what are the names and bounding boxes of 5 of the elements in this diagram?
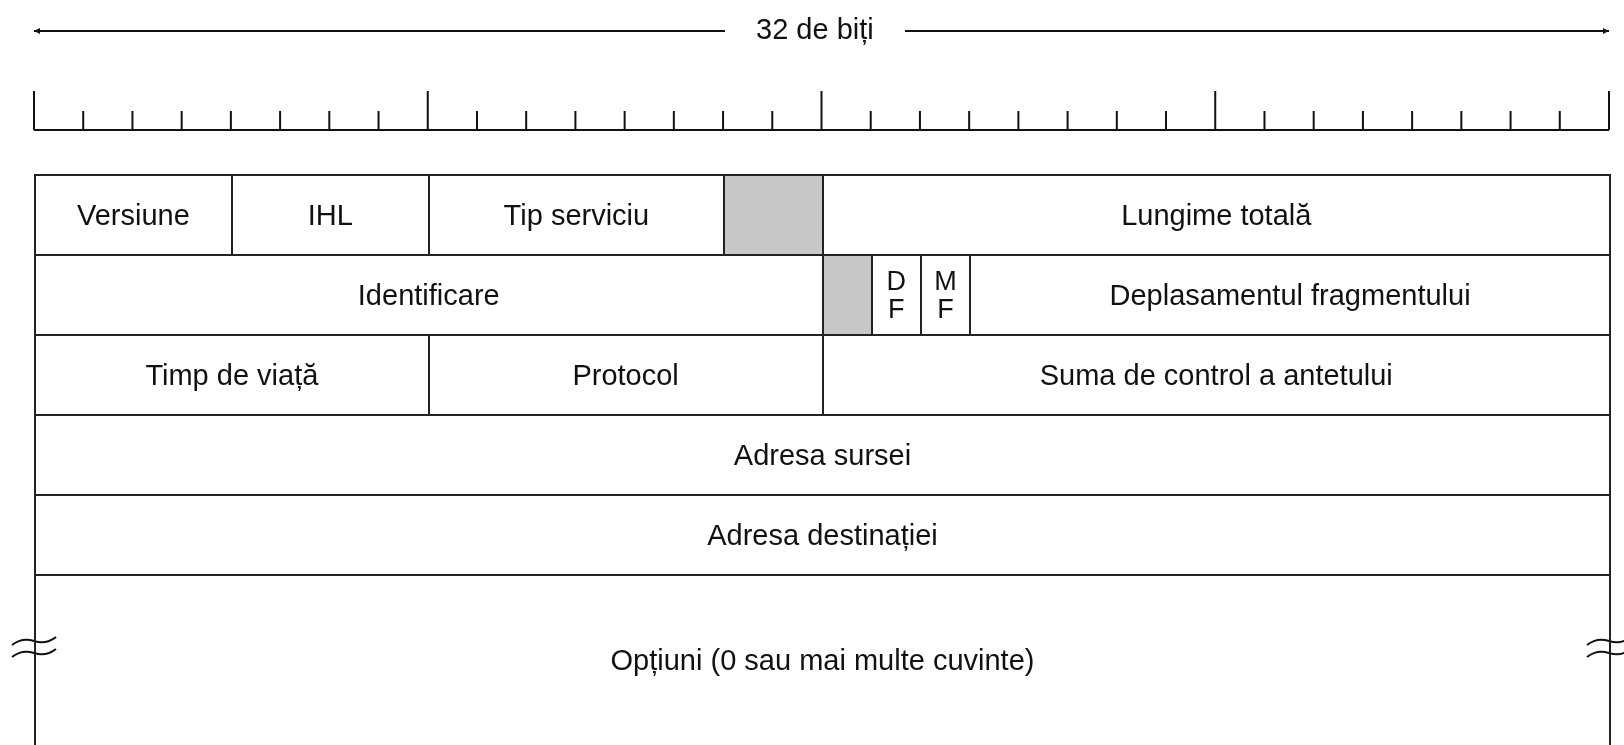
header-field: Adresa destinației (34, 494, 1611, 576)
header-field: Adresa sursei (34, 414, 1611, 496)
header-field: Lungime totală (821, 174, 1611, 256)
header-field: Versiune (34, 174, 233, 256)
header-field: Opțiuni (0 sau mai multe cuvinte) (34, 574, 1611, 745)
